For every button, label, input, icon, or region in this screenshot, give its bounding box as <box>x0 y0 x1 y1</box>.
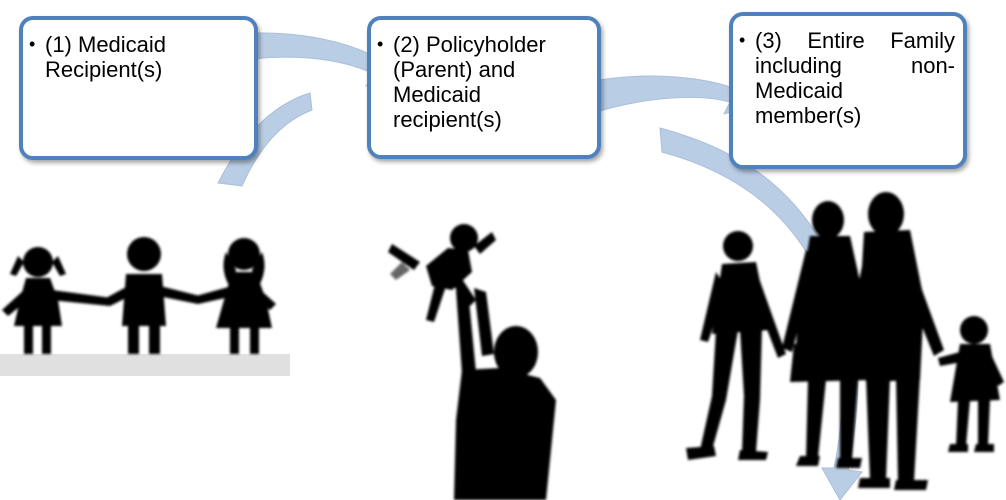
bullet-icon: • <box>739 30 746 50</box>
step-box-1: • (1) Medicaid Recipient(s) <box>19 16 258 160</box>
step-3-text: (3) Entire Family including non-Medicaid… <box>755 28 955 128</box>
step-2-text: (2) Policyholder (Parent) and Medicaid r… <box>393 32 546 132</box>
bullet-icon: • <box>29 34 36 54</box>
step-box-2: • (2) Policyholder (Parent) and Medicaid… <box>367 16 601 159</box>
bullet-icon: • <box>377 34 384 54</box>
parent-lifting-baby-silhouette-icon <box>388 224 556 500</box>
step-box-3: • (3) Entire Family including non-Medica… <box>729 12 967 169</box>
family-silhouette-icon <box>686 192 1004 490</box>
children-silhouette-icon <box>2 237 276 354</box>
arrow-box2-to-box3 <box>587 75 753 115</box>
step-1-text: (1) Medicaid Recipient(s) <box>45 32 167 82</box>
